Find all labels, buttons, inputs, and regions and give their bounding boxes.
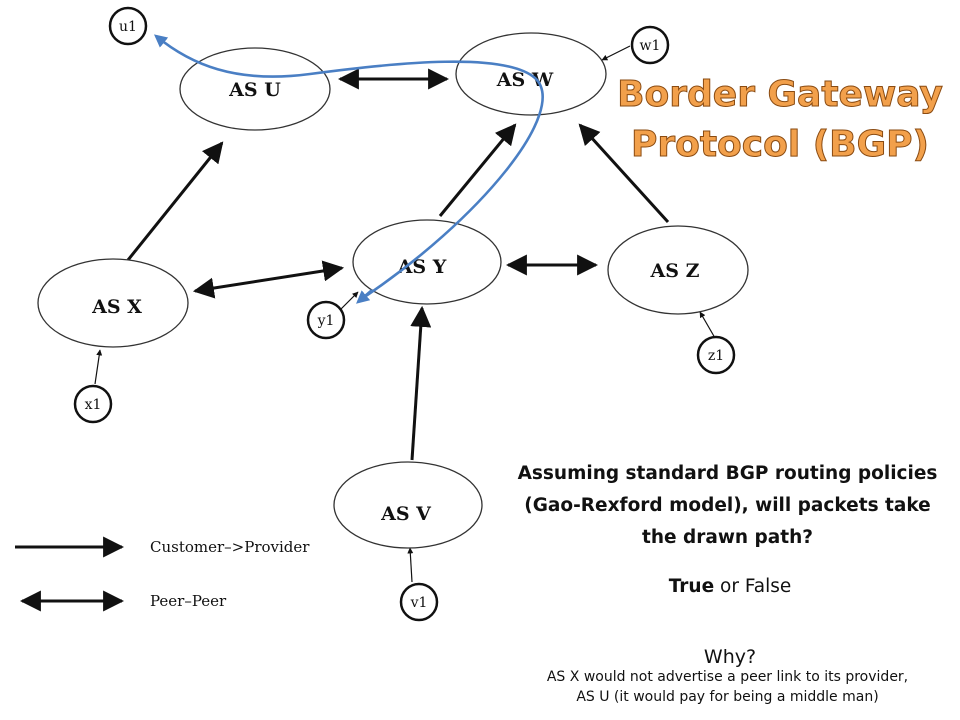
edge-v1-to-v bbox=[407, 547, 414, 583]
why-heading: Why? bbox=[703, 646, 757, 668]
answer-false: False bbox=[744, 576, 792, 597]
host-z1-label: z1 bbox=[708, 348, 724, 364]
node-as-x-label: AS X bbox=[91, 296, 142, 318]
slide-title: Border Gateway Protocol (BGP) bbox=[600, 70, 960, 170]
host-x1-label: x1 bbox=[85, 397, 102, 413]
host-w1-label: w1 bbox=[640, 38, 661, 54]
node-as-u: AS U bbox=[179, 47, 331, 131]
edge-x1-to-x bbox=[94, 349, 103, 385]
host-y1-label: y1 bbox=[317, 313, 335, 329]
host-v1-label: v1 bbox=[410, 595, 428, 611]
node-as-x: AS X bbox=[37, 258, 189, 348]
edge-w1-to-w bbox=[601, 45, 631, 61]
question-text: Assuming standard BGP routing policies (… bbox=[517, 463, 938, 548]
answer-options: True or False bbox=[620, 576, 840, 597]
drawn-packet-path bbox=[153, 34, 544, 302]
edges bbox=[94, 45, 716, 583]
edge-z1-to-z bbox=[699, 311, 716, 339]
answer-true: True bbox=[668, 576, 715, 597]
drawn-packet-path-start-arrow bbox=[356, 289, 373, 304]
host-u1-label: u1 bbox=[119, 19, 137, 35]
slide-title-line1: Border Gateway bbox=[617, 74, 944, 116]
edge-y-to-w bbox=[438, 123, 517, 217]
legend-peer-peer-label: Peer–Peer bbox=[150, 592, 227, 610]
host-y1: y1 bbox=[306, 300, 346, 340]
edge-x-to-u bbox=[126, 141, 224, 261]
host-u1: u1 bbox=[108, 6, 148, 46]
host-v1: v1 bbox=[399, 582, 439, 622]
explanation-line1: AS X would not advertise a peer link to … bbox=[546, 669, 909, 685]
host-z1: z1 bbox=[696, 335, 736, 375]
explanation-line2: AS U (it would pay for being a middle ma… bbox=[576, 689, 879, 705]
legend-customer-provider-label: Customer–>Provider bbox=[150, 538, 310, 556]
node-as-y: AS Y bbox=[352, 219, 502, 305]
node-as-v-label: AS V bbox=[380, 503, 432, 525]
node-as-z: AS Z bbox=[607, 225, 749, 315]
answer-connector: or bbox=[714, 576, 745, 597]
slide-title-line2: Protocol (BGP) bbox=[630, 124, 930, 166]
edge-x-y-peer bbox=[192, 260, 345, 299]
edge-z-to-w bbox=[578, 123, 670, 224]
host-nodes: u1 w1 y1 x1 z1 v1 bbox=[73, 6, 736, 622]
node-as-z-label: AS Z bbox=[650, 260, 700, 282]
edge-v-to-y bbox=[410, 305, 432, 461]
legend: Customer–>Provider Peer–Peer bbox=[15, 536, 310, 612]
host-x1: x1 bbox=[73, 384, 113, 424]
explanation: AS X would not advertise a peer link to … bbox=[495, 667, 960, 707]
node-as-y-label: AS Y bbox=[397, 256, 447, 278]
node-as-v: AS V bbox=[333, 461, 483, 549]
node-as-u-label: AS U bbox=[228, 79, 281, 101]
host-w1: w1 bbox=[630, 25, 670, 65]
